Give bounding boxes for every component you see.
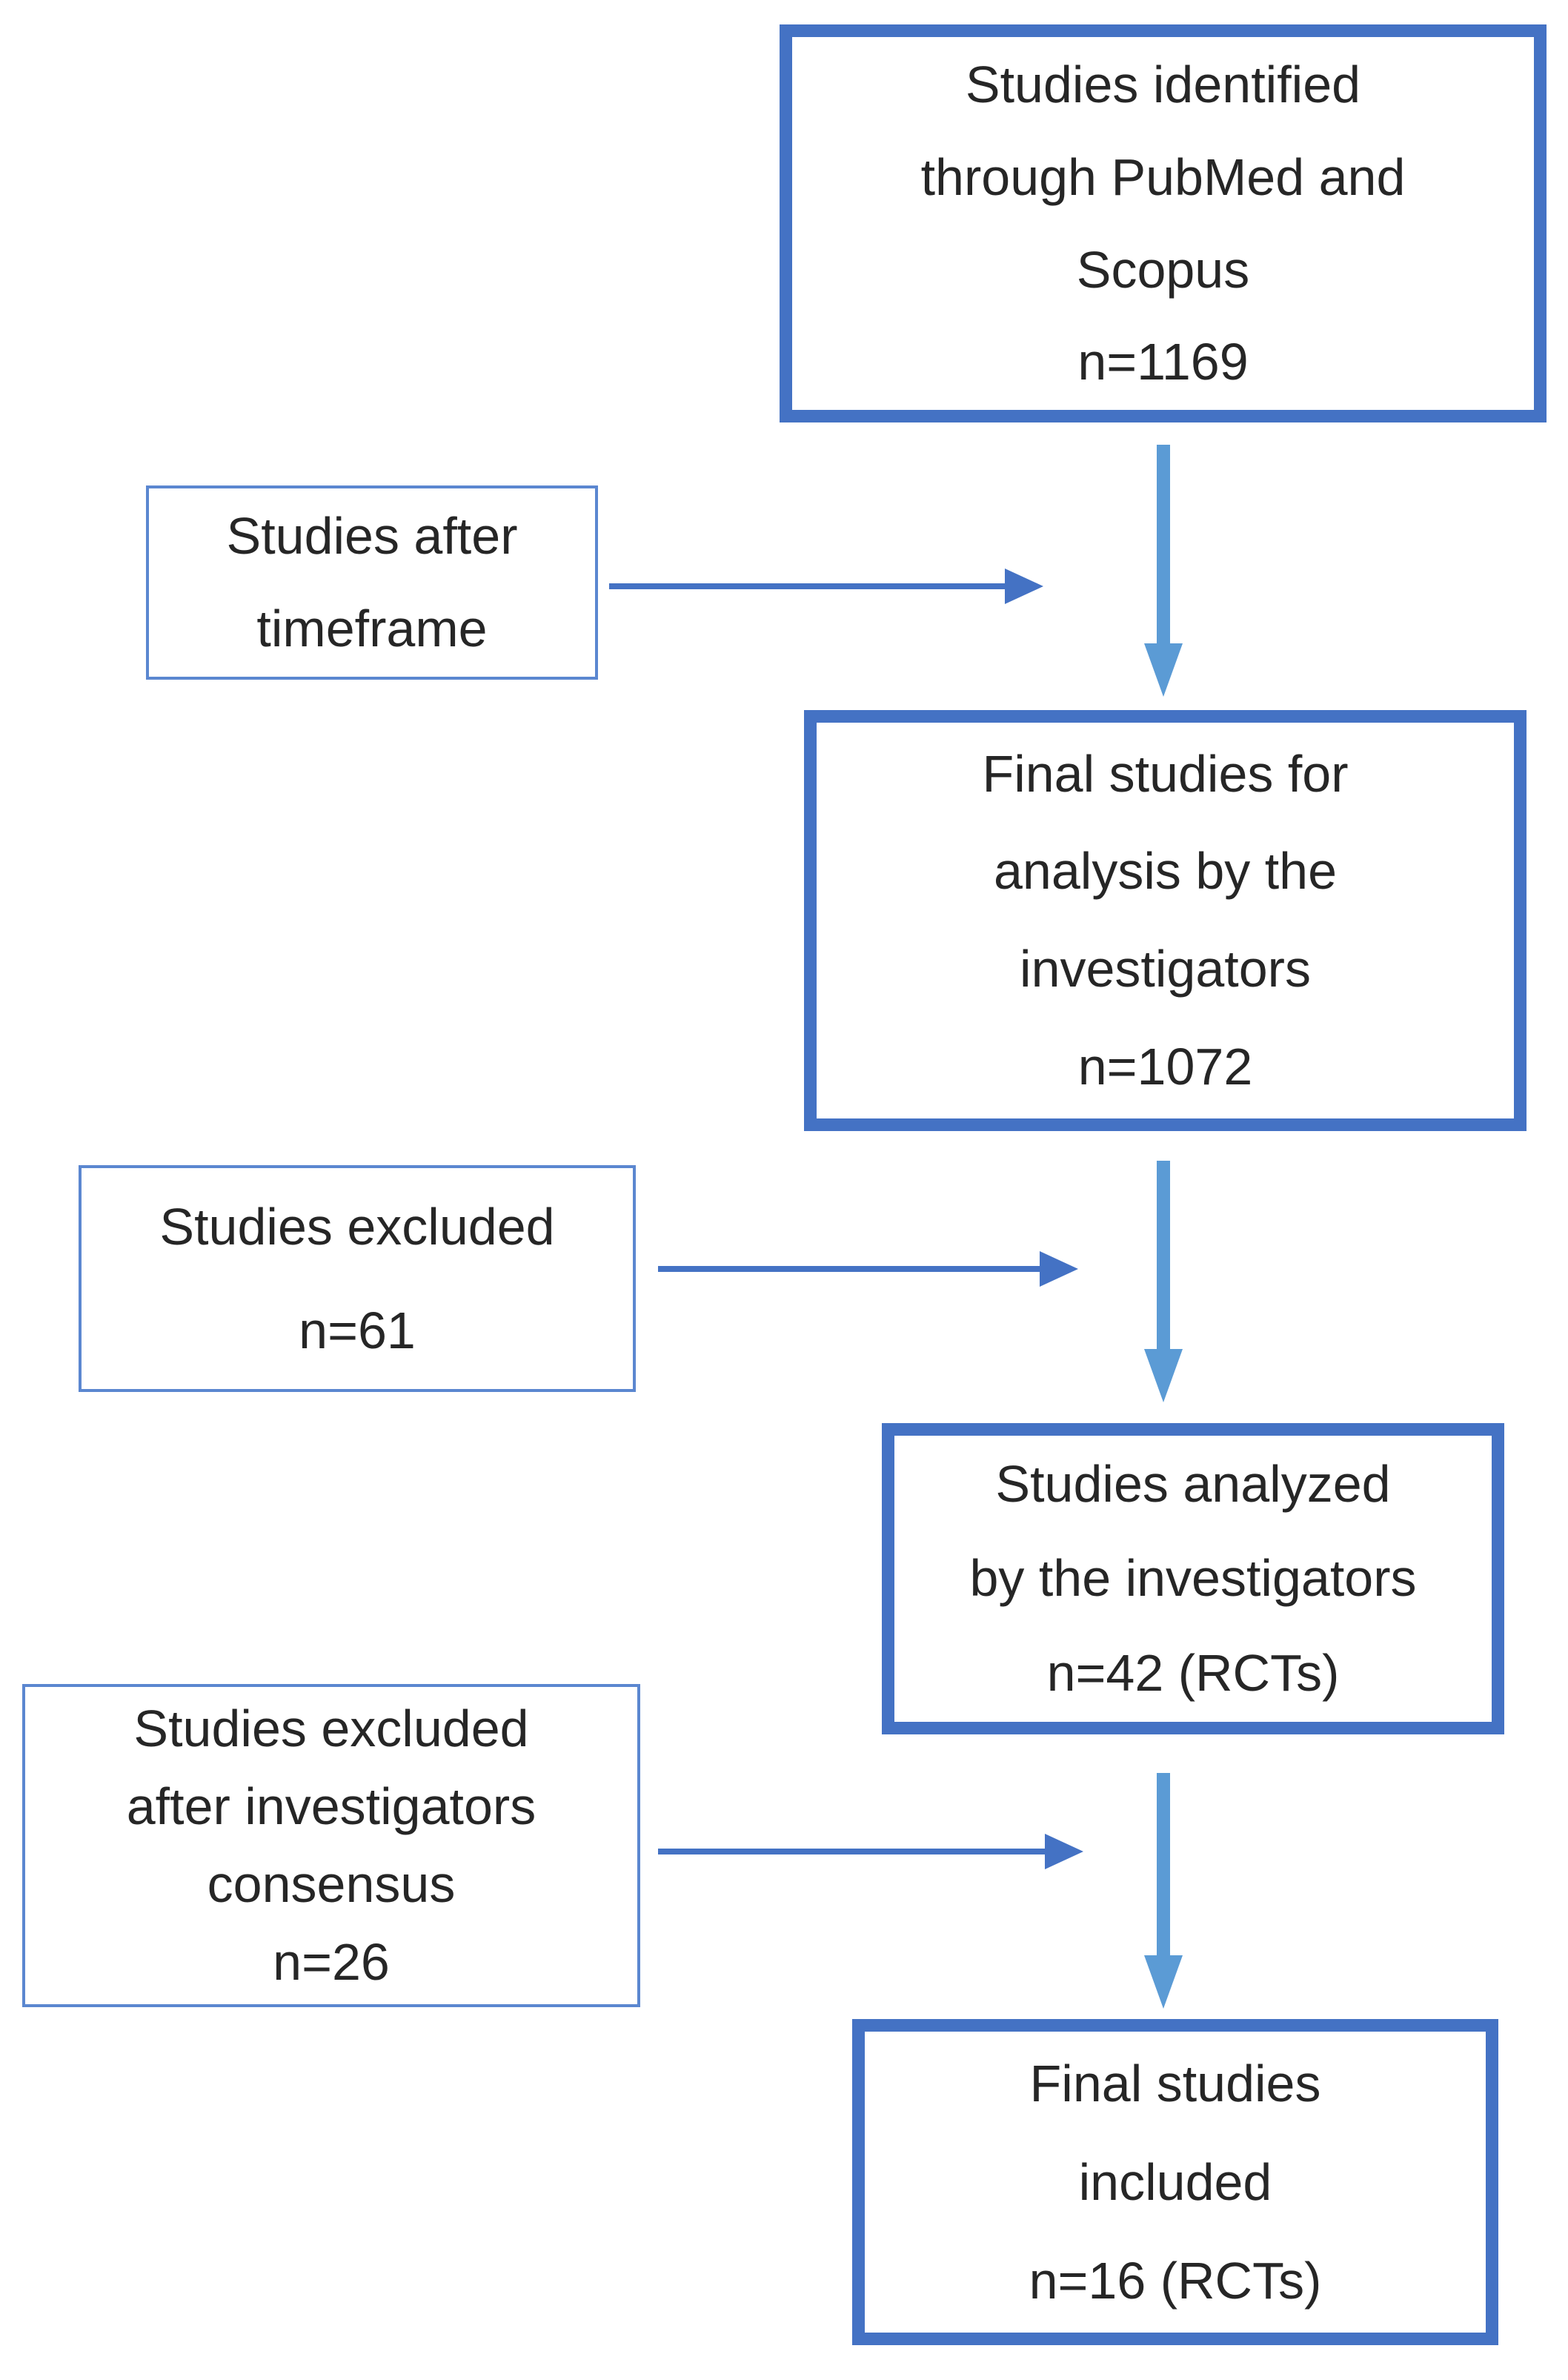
arrow-down-icon [1144,1773,1183,2009]
flow-box-text: n=26 [273,1933,390,1991]
flow-box-text: Studies excluded [133,1700,529,1757]
flow-box-text: Studies excluded [159,1198,555,1256]
flow-box-text: n=61 [299,1302,416,1359]
flow-box-text: consensus [207,1855,456,1913]
flow-box-text: timeframe [256,600,488,657]
flow-box-text: analysis by the [993,842,1338,901]
flow-box-text: Studies after [226,507,518,566]
flow-box-text: Final studies for [982,744,1349,803]
arrow-down-icon [1144,1161,1183,1402]
flow-box-text: Studies identified [965,56,1361,114]
flow-box-text: by the investigators [969,1549,1417,1608]
flow-box-text: after investigators [126,1777,536,1835]
arrow-right-icon [658,1834,1083,1869]
arrow-down-icon [1144,445,1183,697]
flow-box-final-studies-for-analysis: Final studies for analysis by the invest… [804,710,1527,1131]
flow-box-studies-excluded-after-consensus: Studies excluded after investigators con… [22,1684,640,2007]
flow-box-studies-identified: Studies identified through PubMed and Sc… [780,24,1547,422]
flow-box-text: n=16 (RCTs) [1029,2251,1322,2310]
arrow-right-icon [609,569,1043,604]
flow-box-text: included [1078,2152,1272,2211]
flow-box-studies-after-timeframe: Studies after timeframe [146,485,598,680]
flow-box-text: Final studies [1029,2054,1321,2112]
flow-box-text: n=1072 [1077,1037,1253,1095]
flow-box-final-studies-included: Final studies included n=16 (RCTs) [852,2019,1498,2345]
flow-box-studies-analyzed: Studies analyzed by the investigators n=… [882,1423,1504,1734]
flow-box-text: Scopus [1076,240,1250,299]
flow-box-text: n=1169 [1077,333,1249,391]
flow-box-text: through PubMed and [920,147,1406,206]
flow-box-text: n=42 (RCTs) [1046,1643,1340,1702]
arrow-right-icon [658,1251,1078,1287]
flow-box-text: investigators [1020,940,1311,998]
flow-box-text: Studies analyzed [995,1454,1391,1513]
flow-box-studies-excluded: Studies excluded n=61 [79,1165,636,1392]
